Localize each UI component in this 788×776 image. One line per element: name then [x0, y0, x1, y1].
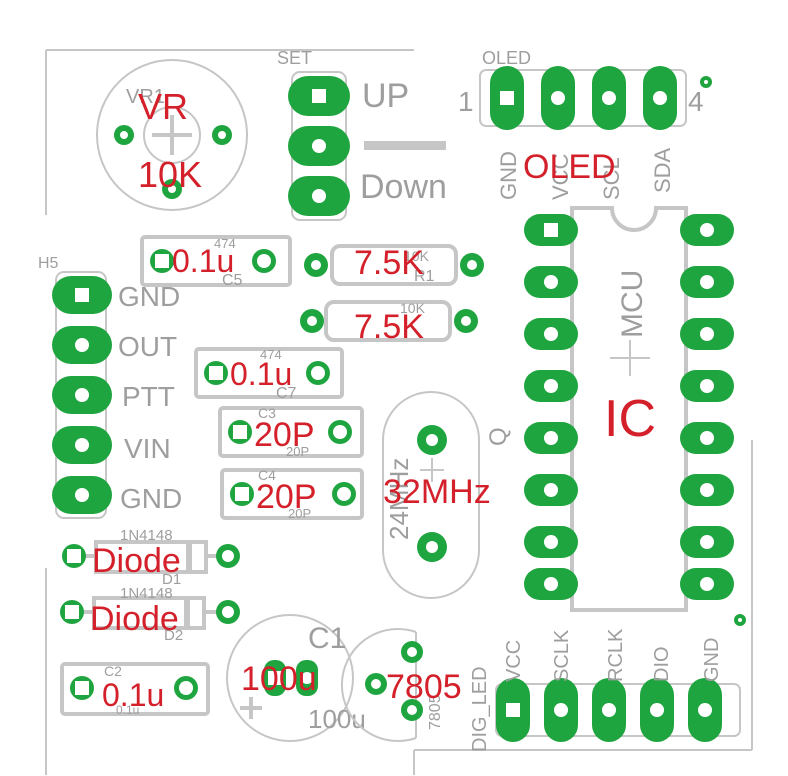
c2-code-label: 0.1u [116, 703, 139, 717]
r1-silk-label: R1 [414, 268, 435, 285]
resistor-r2: 10K 7.5K [300, 300, 478, 346]
c4-code-label: 20P [288, 506, 311, 521]
c4-value-label: 20P [256, 478, 317, 516]
oled-pin-gnd: GND [496, 151, 521, 200]
r2-code-label: 10K [400, 300, 426, 316]
d2-name-label: Diode [90, 600, 179, 638]
c3-code-label: 20P [286, 444, 309, 459]
mcu-silk-label: MCU [616, 270, 649, 338]
diode-d2: 1N4148 D2 Diode [60, 585, 240, 644]
capacitor-c2: C2 0.1u 0.1u [60, 662, 210, 717]
c5-code-label: 474 [214, 236, 236, 251]
d1-name-label: Diode [92, 542, 181, 580]
c3-value-label: 20P [254, 416, 315, 454]
capacitor-c1: C1 100u 100u [226, 614, 366, 742]
display-pin-dio: DIO [651, 646, 673, 682]
display-pin-rclk: RCLK [605, 628, 627, 682]
capacitor-c4: C4 20P 20P [220, 467, 364, 521]
h5-pin-vin: VIN [124, 433, 171, 464]
d2-silk-label: D2 [164, 627, 183, 644]
oled-pin-first: 1 [458, 86, 474, 117]
c1-silk-label: C1 [308, 622, 346, 655]
board-outline [45, 49, 753, 775]
mcu-name-label: IC [604, 390, 656, 448]
c7-code-label: 474 [260, 347, 282, 362]
display-pin-vcc: VCC [503, 640, 525, 682]
mcu-chip: MCU IC [524, 206, 746, 626]
h5-pin-out: OUT [118, 331, 177, 362]
capacitor-c7: 474 C7 0.1u [194, 347, 344, 402]
oled-pin-sda: SDA [650, 147, 675, 193]
display-pin-sclk: SCLK [551, 629, 573, 682]
d2-part-label: 1N4148 [120, 585, 173, 602]
c2-value-label: 0.1u [102, 677, 164, 713]
c1-value-silk: 100u [308, 704, 366, 734]
h5-pin-ptt: PTT [122, 381, 175, 412]
reg-silk-label: 7805 [427, 694, 444, 730]
h5-silk-label: H5 [38, 255, 59, 272]
set-down-label: Down [360, 168, 447, 206]
vr-name-label: VR [138, 86, 188, 127]
oled-pin-vcc: VCC [548, 153, 573, 200]
potentiometer-vr1: VR1 VR 10K [96, 59, 248, 211]
set-silk-label: SET [277, 48, 312, 68]
display-header: DIG_LED VCC SCLK RCLK DIO GND [469, 628, 741, 752]
oled-pin-scl: SCL [599, 157, 624, 200]
crystal-value-label: 32MHz [383, 473, 491, 511]
c3-silk-label: C3 [258, 405, 276, 421]
display-pin-dig-led: DIG_LED [469, 666, 491, 752]
r1-code-label: 10K [404, 248, 430, 264]
display-pin-gnd: GND [701, 638, 723, 682]
resistor-r1: 10K R1 7.5K [304, 244, 484, 286]
crystal-q: 24MHz Q 32MHz [382, 391, 512, 599]
capacitor-c5: 474 C5 0.1u [140, 235, 292, 289]
c1-name-label: 100u [241, 660, 317, 698]
r1-value-label: 7.5K [354, 244, 424, 282]
vr-silk-label: VR1 [126, 86, 165, 108]
oled-pin-last: 4 [688, 86, 704, 117]
c5-value-label: 0.1u [172, 243, 234, 279]
c4-silk-label: C4 [258, 467, 276, 483]
c5-silk-label: C5 [222, 272, 243, 289]
h5-pin-gnd-bottom: GND [120, 483, 182, 514]
vr-value-label: 10K [138, 154, 202, 195]
set-switch: SET UP Down [277, 48, 447, 221]
d1-silk-label: D1 [162, 571, 181, 588]
h5-header: H5 GND OUT PTT VIN GND [38, 255, 182, 519]
oled-name-label: OLED [523, 148, 616, 186]
diode-d1: 1N4148 D1 Diode [62, 527, 240, 588]
crystal-freq-silk: 24MHz [384, 458, 414, 540]
oled-silk-label: OLED [482, 48, 531, 68]
regulator-7805: 7805 7805 [340, 628, 462, 742]
c7-silk-label: C7 [276, 385, 297, 402]
c7-value-label: 0.1u [230, 356, 292, 392]
crystal-silk-label: Q [485, 427, 512, 446]
reg-name-label: 7805 [386, 668, 462, 706]
oled-header: OLED 1 4 GND VCC SCL SDA OLED [458, 48, 712, 200]
set-up-label: UP [362, 77, 409, 115]
c2-silk-label: C2 [104, 663, 122, 679]
capacitor-c3: C3 20P 20P [218, 405, 364, 459]
d1-part-label: 1N4148 [120, 527, 173, 544]
r2-value-label: 7.5K [354, 308, 424, 346]
